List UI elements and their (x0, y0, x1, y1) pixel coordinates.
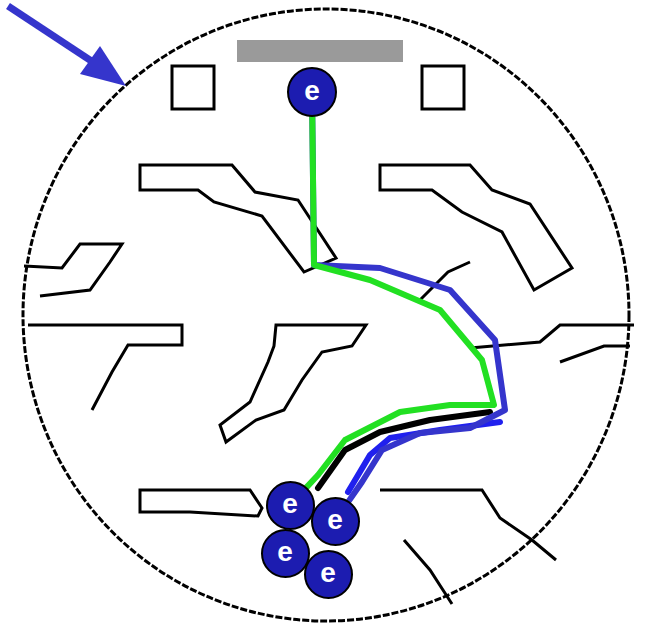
electron-circle: e (266, 481, 315, 530)
electron-label: e (277, 538, 293, 569)
maze-wall (140, 165, 336, 272)
maze-wall (24, 244, 122, 296)
maze-wall (560, 346, 630, 362)
electron-circle: e (261, 529, 310, 578)
pointer-arrowhead (80, 46, 126, 86)
maze-wall (140, 490, 262, 516)
electron-path (307, 117, 494, 487)
electron-label: e (327, 506, 343, 537)
gray-bar (237, 40, 403, 62)
electron-circle: e (311, 497, 360, 546)
maze-wall (380, 490, 556, 560)
electron-circle: e (287, 67, 337, 117)
electron-label: e (282, 490, 298, 521)
electron-label: e (320, 559, 336, 590)
electron-label: e (304, 77, 320, 108)
path-line (318, 412, 490, 488)
cell-outline (23, 9, 629, 621)
maze-wall (404, 540, 452, 604)
electron-circle: e (304, 550, 353, 599)
pointer-arrow (8, 6, 102, 68)
maze-wall (380, 165, 572, 290)
maze-wall (28, 325, 182, 410)
square (172, 66, 214, 109)
square (422, 66, 464, 109)
maze-wall (220, 325, 366, 442)
